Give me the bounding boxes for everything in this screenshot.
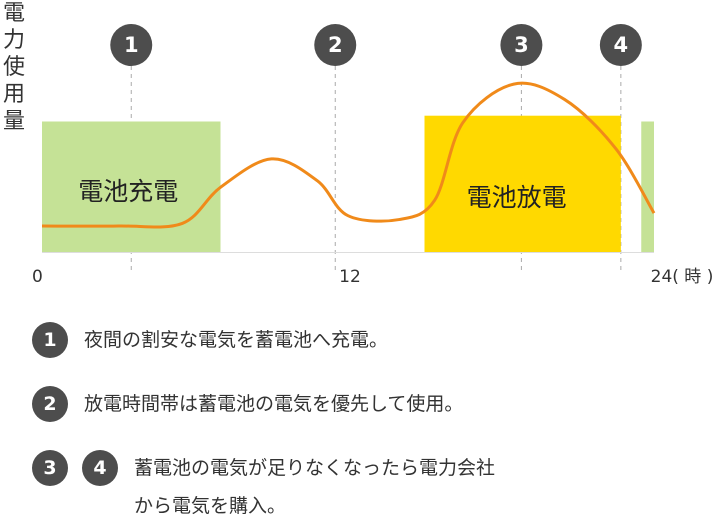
ylabel-char: 電 bbox=[3, 1, 25, 26]
marker-number: 4 bbox=[614, 33, 629, 57]
usage-curve bbox=[41, 81, 656, 229]
marker-number: 2 bbox=[328, 33, 343, 57]
legend-item: 1 夜間の割安な電気を蓄電池へ充電。 bbox=[32, 322, 388, 359]
legend-text: 放電時間帯は蓄電池の電気を優先して使用。 bbox=[84, 385, 463, 423]
region-label: 電池充電 bbox=[78, 177, 178, 206]
ylabel-char: 使 bbox=[3, 55, 25, 80]
marker-circle bbox=[599, 24, 642, 66]
legend-badge: 2 bbox=[32, 386, 68, 422]
legend-text: 蓄電池の電気が足りなくなったら電力会社から電気を購入。 bbox=[134, 449, 495, 525]
tick-label: 0 bbox=[32, 267, 43, 287]
legend-badge: 1 bbox=[32, 322, 68, 358]
legend-badge: 3 bbox=[32, 450, 68, 486]
region-labels: 電池充電 電池放電 bbox=[78, 177, 566, 212]
legend-line: 放電時間帯は蓄電池の電気を優先して使用。 bbox=[84, 393, 464, 415]
region-1 bbox=[424, 115, 621, 252]
region-0 bbox=[42, 121, 221, 252]
ylabel-char: 用 bbox=[3, 82, 25, 107]
marker-circle bbox=[500, 24, 543, 66]
marker-number: 1 bbox=[124, 33, 139, 57]
battery-regions bbox=[42, 115, 654, 252]
marker-circle bbox=[110, 24, 153, 66]
legend-item: 2 放電時間帯は蓄電池の電気を優先して使用。 bbox=[32, 386, 463, 423]
region-2 bbox=[641, 121, 654, 252]
ylabel-char: 量 bbox=[3, 109, 25, 134]
region-label: 電池放電 bbox=[467, 183, 567, 212]
legend-text: 夜間の割安な電気を蓄電池へ充電。 bbox=[84, 321, 388, 359]
legend-line: 蓄電池の電気が足りなくなったら電力会社 bbox=[134, 457, 496, 479]
time-markers: 1 2 3 4 bbox=[110, 24, 642, 66]
legend-line: 夜間の割安な電気を蓄電池へ充電。 bbox=[84, 329, 389, 351]
marker-circle bbox=[314, 24, 357, 66]
legend-badge: 4 bbox=[82, 450, 118, 486]
tick-label: 12 bbox=[339, 267, 361, 287]
marker-number: 3 bbox=[514, 33, 529, 57]
x-axis-ticks: 0 12 24( 時 ) bbox=[32, 267, 713, 287]
ylabel-char: 力 bbox=[3, 28, 25, 53]
legend-line: から電気を購入。 bbox=[134, 495, 287, 517]
tick-label: 24( 時 ) bbox=[651, 267, 714, 287]
